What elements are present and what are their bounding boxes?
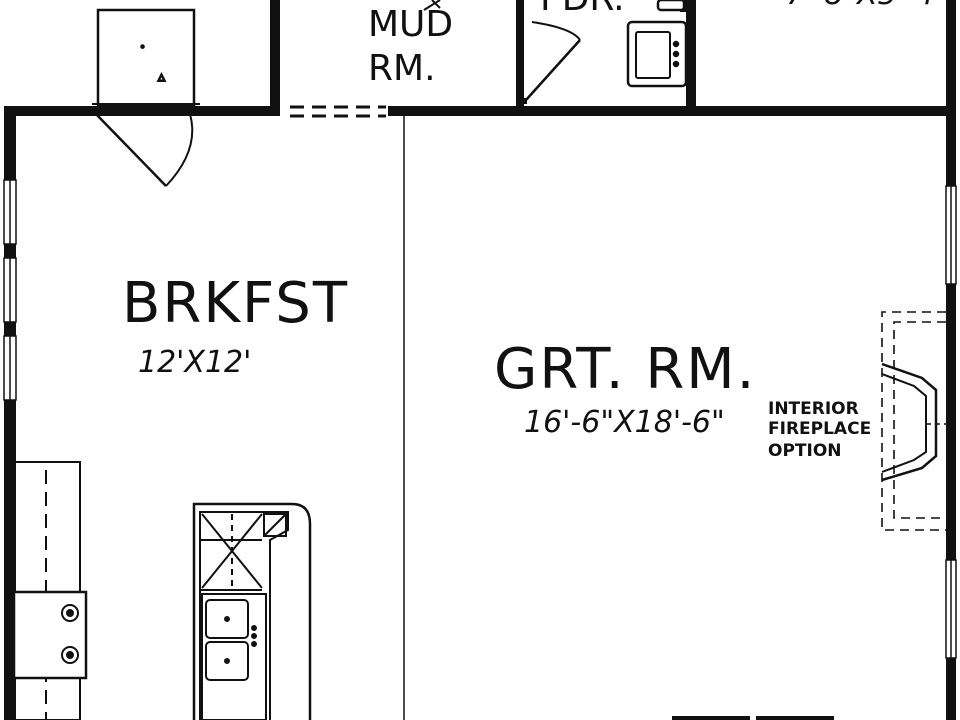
svg-text:◦: ◦ <box>140 43 145 53</box>
kitchen-island <box>192 502 312 720</box>
fireplace-note-line3: OPTION <box>768 441 842 461</box>
powder-sink <box>626 0 688 88</box>
brkfst-dimension: 12'X12' <box>138 345 251 380</box>
powder-door <box>521 21 581 104</box>
mudroom-door <box>423 0 441 11</box>
fireplace-note-line2: FIREPLACE <box>768 419 871 439</box>
left-windows <box>3 179 17 401</box>
mudroom-opening <box>290 105 386 118</box>
right-windows <box>945 185 957 659</box>
svg-text:△: △ <box>158 73 165 83</box>
entry-door: ◦ △ <box>92 8 200 187</box>
brkfst-label: BRKFST <box>122 271 349 336</box>
pdr-label: PDR. <box>540 0 625 19</box>
grt-rm-label: GRT. RM. <box>494 337 756 402</box>
fireplace-note-line1: INTERIOR <box>768 399 859 419</box>
mud-label-line2: RM. <box>368 48 436 89</box>
fireplace-option <box>881 311 946 531</box>
kitchen-counter-left <box>12 461 88 720</box>
top-right-dimension: 7'-8"X5'-4" <box>786 0 949 12</box>
mud-label-line1: MUD <box>368 4 453 45</box>
grt-rm-dimension: 16'-6"X18'-6" <box>524 405 725 440</box>
